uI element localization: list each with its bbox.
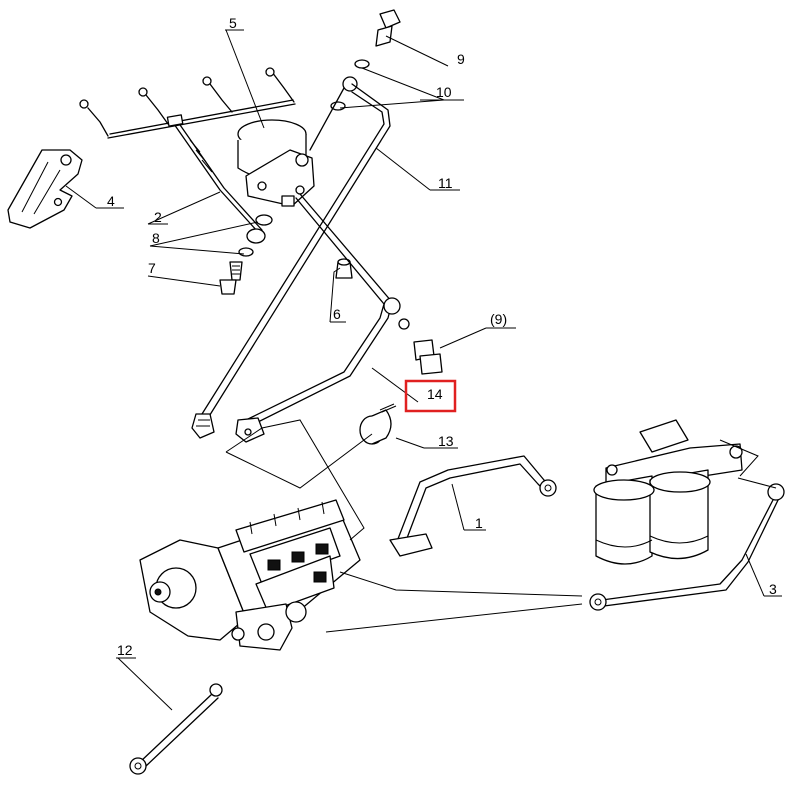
callout-6[interactable]: 6: [333, 306, 341, 322]
assembly-group-lines: [225, 419, 777, 633]
callout-11[interactable]: 11: [438, 175, 453, 191]
part-13-sleeve[interactable]: [359, 403, 397, 445]
part-4-bracket[interactable]: [7, 149, 83, 229]
callout-5[interactable]: 5: [229, 15, 237, 31]
part-1-feed-pipe[interactable]: [389, 455, 557, 557]
part-14-pipe[interactable]: [235, 193, 401, 443]
callout-8[interactable]: 8: [152, 230, 160, 246]
highlight-box-14: [404, 379, 457, 413]
callout-10[interactable]: 10: [436, 84, 452, 100]
callout-7[interactable]: 7: [148, 260, 156, 276]
part-5-filter-block[interactable]: [237, 119, 315, 207]
part-6-banjo-bolt[interactable]: [335, 258, 353, 279]
callout-3[interactable]: 3: [769, 581, 777, 597]
part-8-washers[interactable]: [238, 214, 273, 257]
callout-1[interactable]: 1: [475, 515, 483, 531]
callout-leaders: [65, 29, 782, 711]
part-3-pipe[interactable]: [589, 483, 785, 611]
fuel-filter-assembly[interactable]: [593, 419, 743, 565]
part-9-bolt-top[interactable]: [375, 9, 401, 47]
callout-9[interactable]: 9: [457, 51, 465, 67]
part-11-fuel-pipe[interactable]: [191, 83, 391, 439]
part-12-return-pipe[interactable]: [129, 683, 223, 775]
part-2-wiring-harness[interactable]: [79, 67, 296, 233]
part-7-bolt[interactable]: [219, 261, 243, 295]
callout-2[interactable]: 2: [154, 209, 162, 225]
callout-4[interactable]: 4: [107, 193, 115, 209]
callout-labels: 5 9 10 11 4 2 8 7 6 (9) 14 13 1 3 12: [107, 15, 777, 658]
callout-12[interactable]: 12: [117, 642, 133, 658]
high-pressure-pump[interactable]: [139, 499, 361, 651]
callout-9-ref[interactable]: (9): [490, 311, 507, 327]
part-9-banjo-bolt[interactable]: [398, 318, 443, 375]
callout-13[interactable]: 13: [438, 433, 454, 449]
callout-14[interactable]: 14: [427, 386, 443, 402]
